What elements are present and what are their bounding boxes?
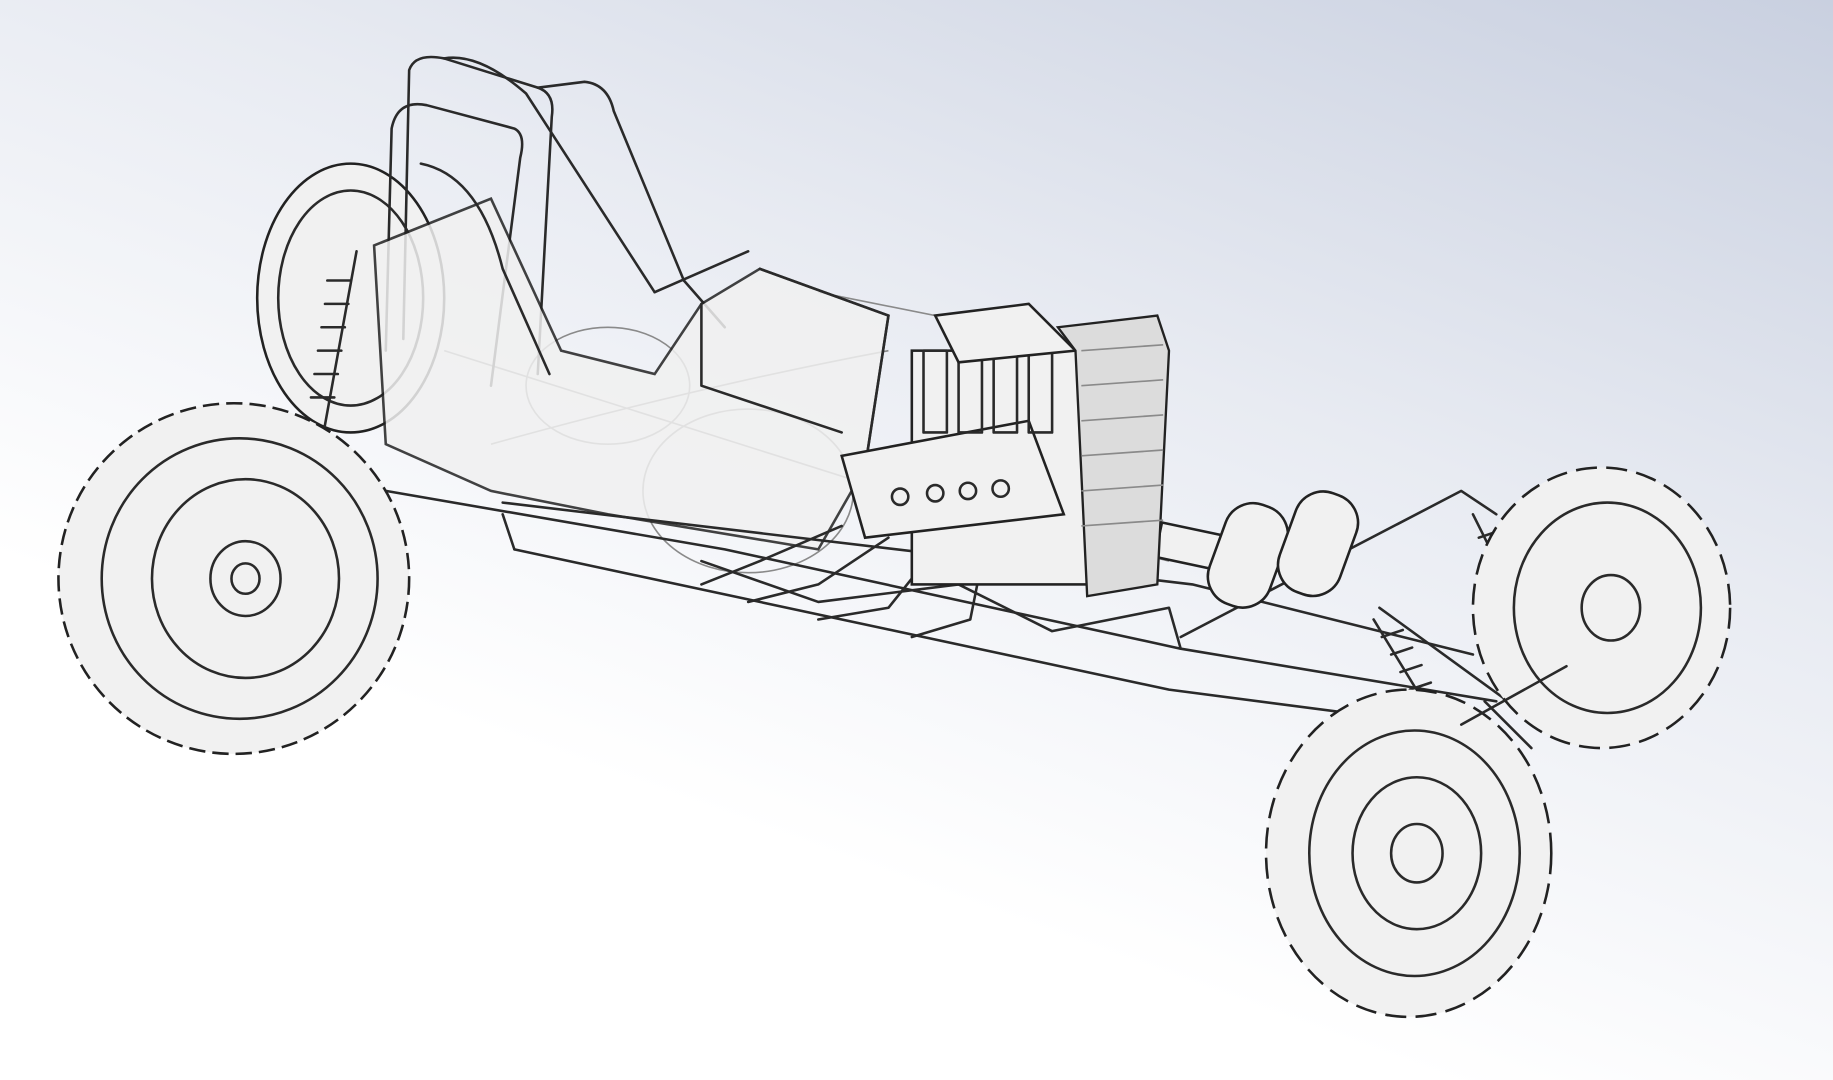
- front-far-wheel[interactable]: [1471, 466, 1732, 750]
- fuel-tanks[interactable]: [1200, 483, 1367, 616]
- front-near-wheel[interactable]: [1264, 688, 1553, 1019]
- engine[interactable]: [840, 302, 1171, 598]
- front-axle: [1459, 664, 1568, 750]
- roll-cage[interactable]: [384, 55, 750, 387]
- air-scoop: [933, 302, 1079, 364]
- rear-near-wheel[interactable]: [57, 401, 411, 756]
- valve-cover-bolts: [890, 479, 1011, 507]
- body-tub[interactable]: [372, 162, 890, 551]
- seat: [419, 162, 551, 376]
- rear-shock: [309, 250, 358, 446]
